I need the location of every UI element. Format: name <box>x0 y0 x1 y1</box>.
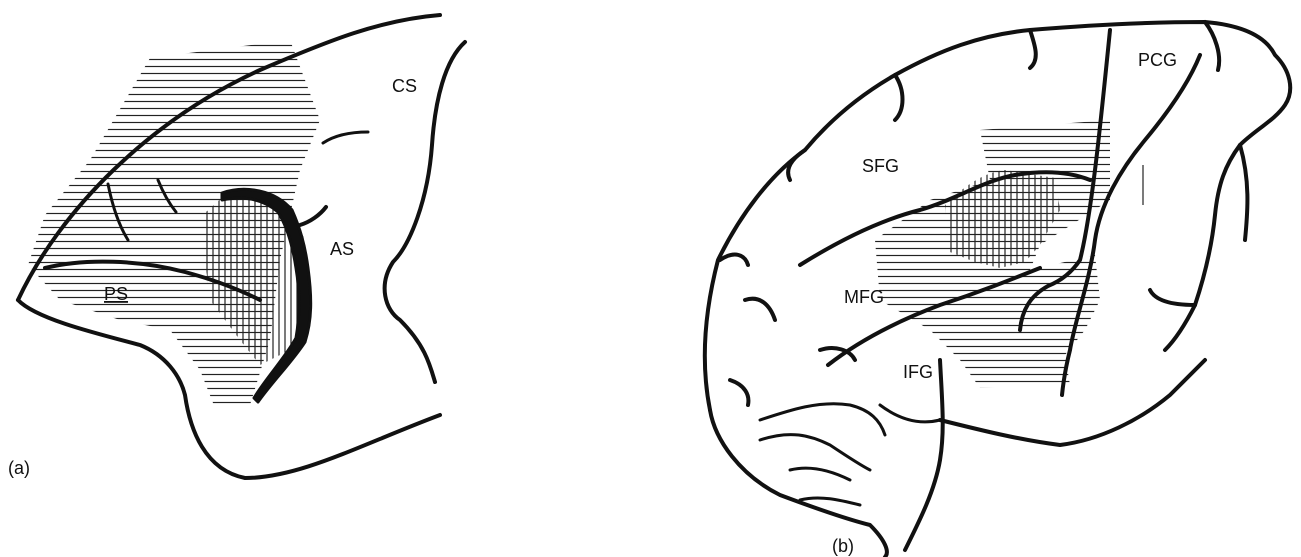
panel-a-label-cs: CS <box>392 76 417 96</box>
panel-a-arcuate-spur <box>300 207 326 225</box>
panel-b-label-mfg: MFG <box>844 287 884 307</box>
panel-b-label-ifg: IFG <box>903 362 933 382</box>
panel-b-central-sulcus <box>1062 55 1200 395</box>
panel-b-vertical-hatch-region <box>945 170 1060 268</box>
panel-b-lateral-fissure <box>905 360 943 550</box>
panel-b-ventral-outline <box>710 410 887 557</box>
panel-a-label-ps: PS <box>104 284 128 304</box>
panel-a-label-as: AS <box>330 239 354 259</box>
panel-b-label-sfg: SFG <box>862 156 899 176</box>
panel-a-caption: (a) <box>8 458 30 478</box>
panel-a-monkey-brain: CS AS PS (a) <box>8 15 465 478</box>
panel-b-orbital-sulci <box>760 404 940 505</box>
panel-b-label-pcg: PCG <box>1138 50 1177 70</box>
panel-a-sulcus-short <box>323 132 368 143</box>
panel-b-caption: (b) <box>832 536 854 556</box>
panel-b-small-hatch-mark <box>1140 165 1148 205</box>
panel-b-human-brain: PCG SFG MFG IFG (b) <box>705 22 1290 557</box>
